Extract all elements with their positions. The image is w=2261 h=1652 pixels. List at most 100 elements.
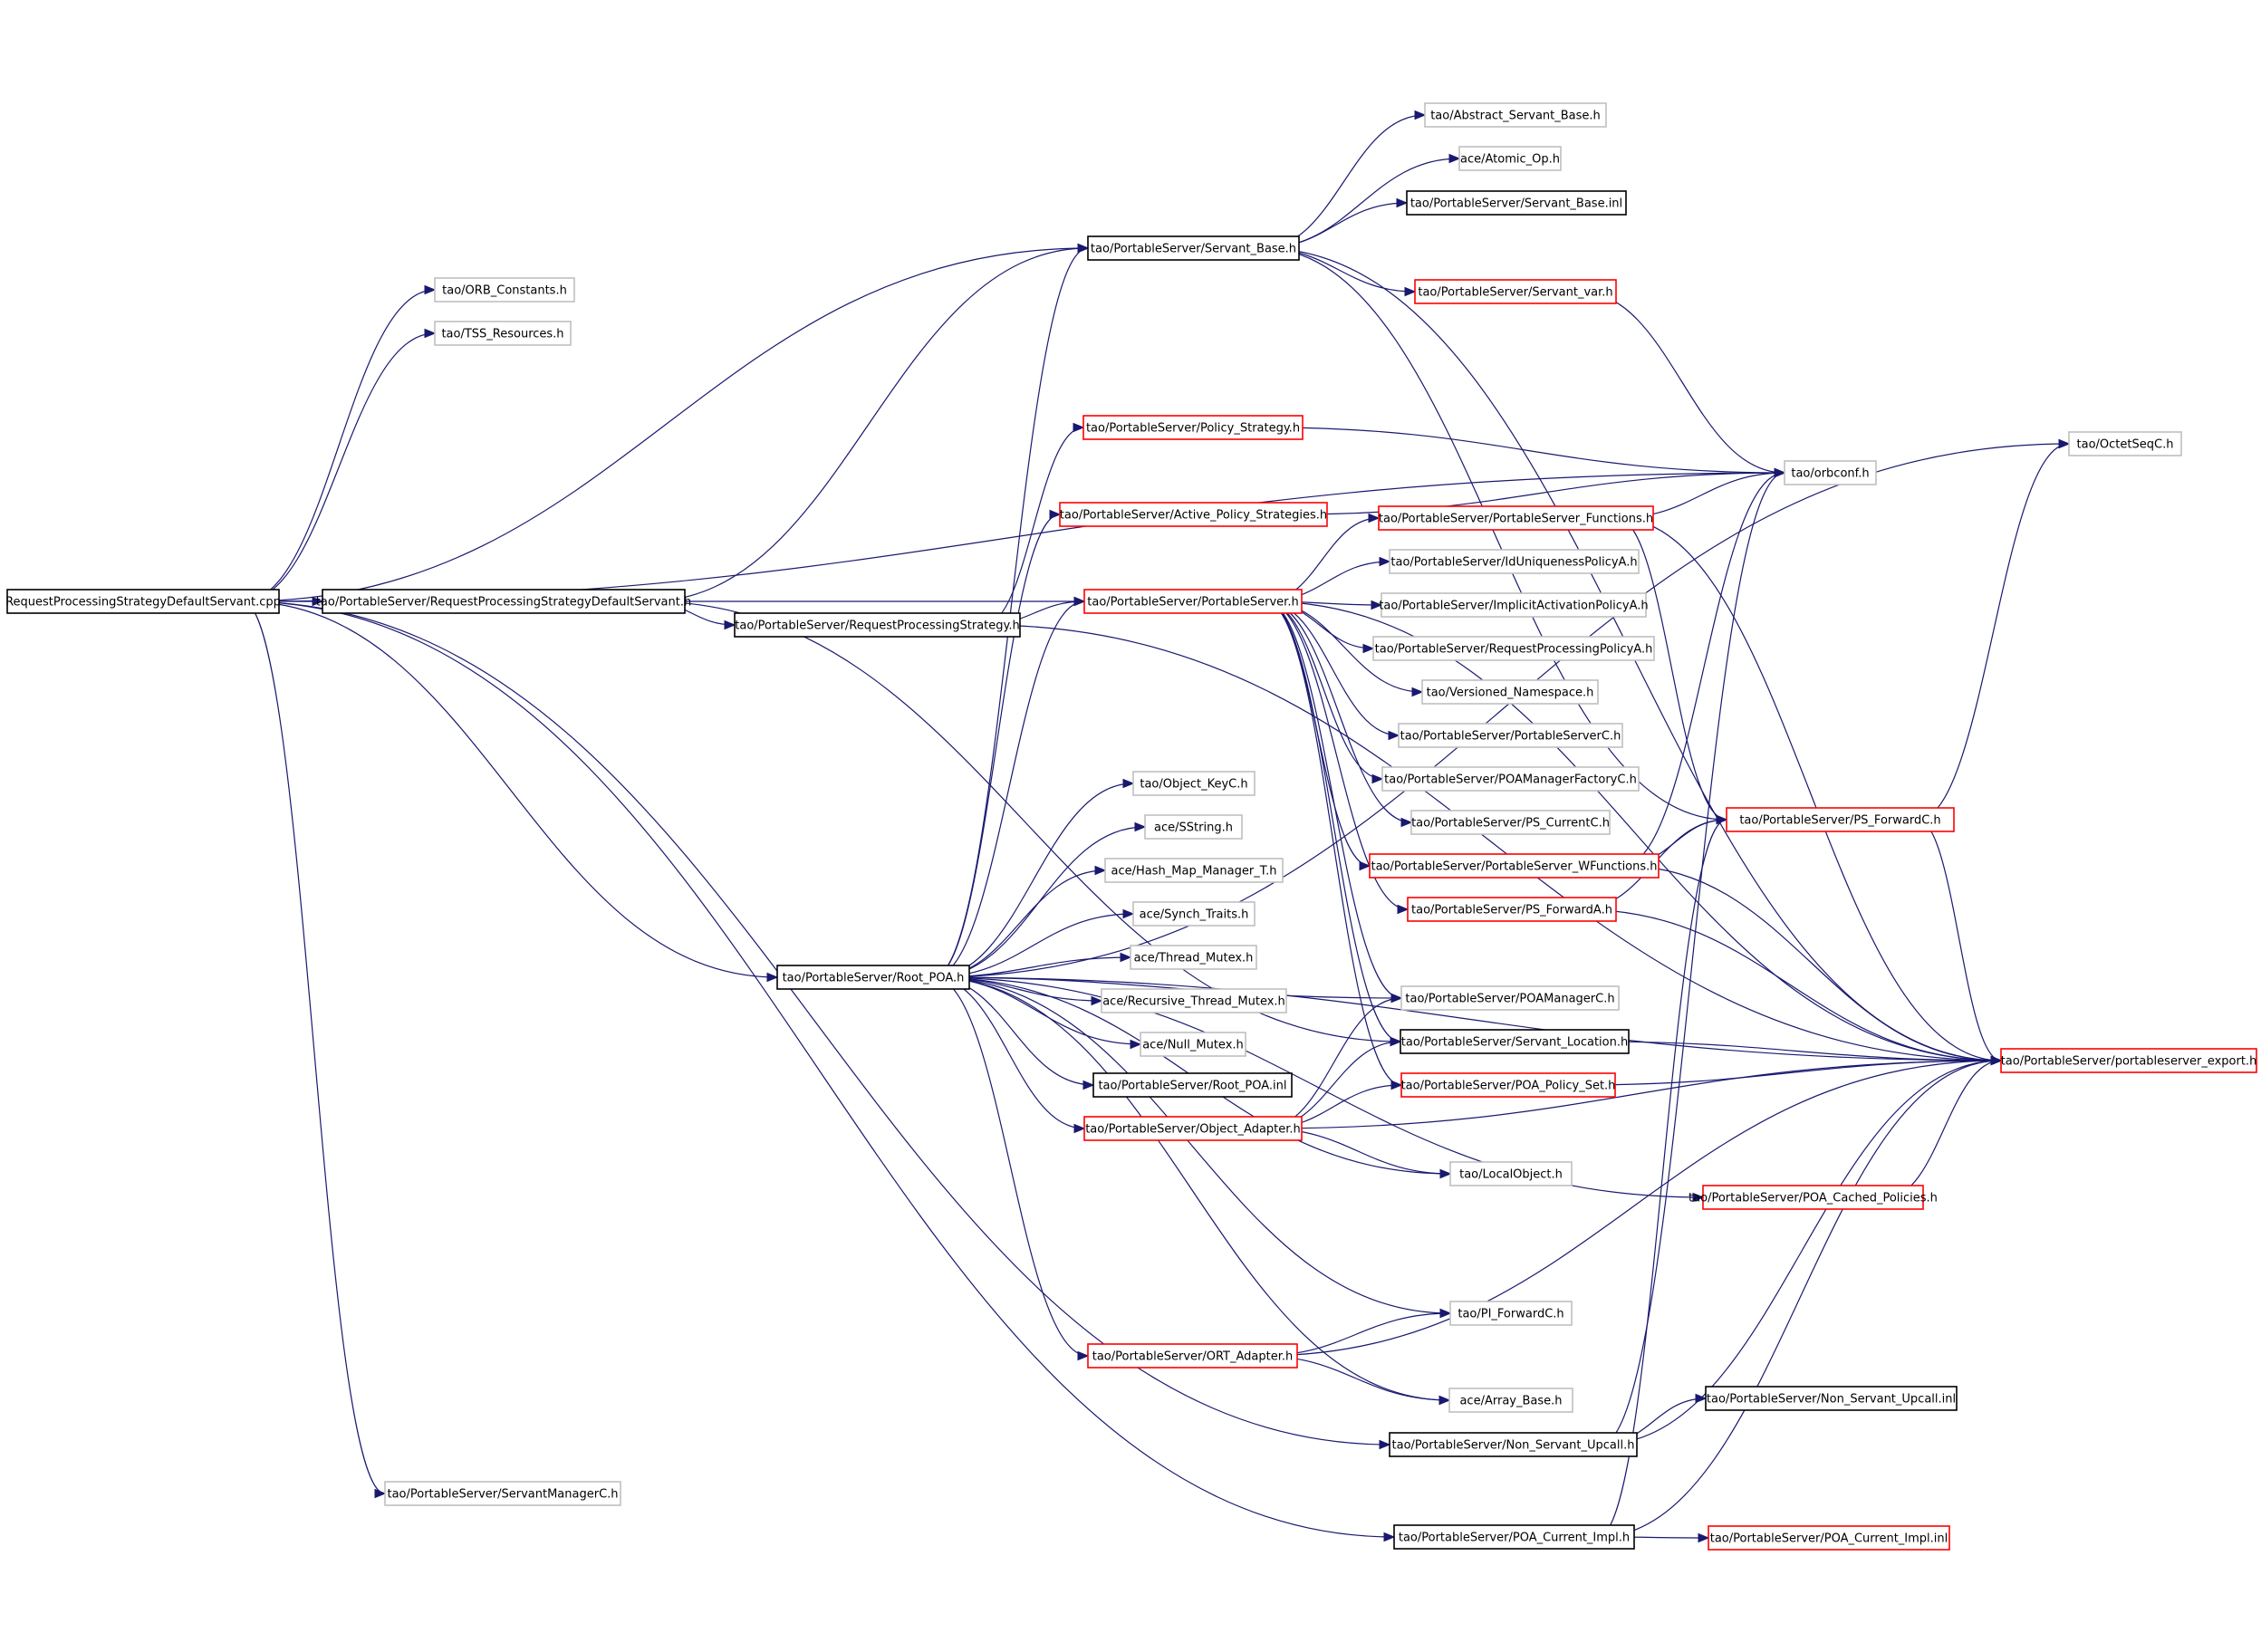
edge-apstrat-to-orbconf — [1290, 472, 1785, 515]
node-tao-portableserver-non-servant-upcall-inl[interactable]: tao/PortableServer/Non_Servant_Upcall.in… — [1705, 1386, 1958, 1411]
node-tao-orbconf-h[interactable]: tao/orbconf.h — [1784, 460, 1877, 485]
edge-rootpoa-to-apstrat — [932, 514, 1061, 978]
node-tao-portableserver-policy-strategy-h[interactable]: tao/PortableServer/Policy_Strategy.h — [1082, 415, 1304, 440]
node-tao-portableserver-portableserver-h[interactable]: tao/PortableServer/PortableServer.h — [1083, 589, 1303, 614]
node-tao-portableserver-requestprocessingpolicya-h[interactable]: tao/PortableServer/RequestProcessingPoli… — [1372, 636, 1655, 661]
arrowhead-ps-to-reqproc — [1362, 643, 1375, 654]
node-tao-tss-resources-h[interactable]: tao/TSS_Resources.h — [434, 321, 572, 346]
node-ace-atomic-op-h[interactable]: ace/Atomic_Op.h — [1458, 146, 1562, 171]
node-box — [1708, 1525, 1950, 1551]
node-label: tao/PortableServer/ImplicitActivationPol… — [1379, 600, 1648, 613]
node-tao-orb-constants-h[interactable]: tao/ORB_Constants.h — [434, 277, 575, 303]
node-label: tao/PortableServer/POAManagerC.h — [1405, 993, 1614, 1006]
node-tao-localobject-h[interactable]: tao/LocalObject.h — [1449, 1161, 1573, 1186]
node-tao-abstract-servant-base-h[interactable]: tao/Abstract_Servant_Base.h — [1424, 102, 1607, 128]
arrowhead-sb-to-sbinl — [1396, 197, 1409, 208]
node-box — [1458, 146, 1562, 171]
node-box — [1369, 853, 1660, 879]
node-ace-synch-traits-h[interactable]: ace/Synch_Traits.h — [1132, 901, 1256, 927]
node-box — [1400, 1072, 1616, 1098]
node-label: tao/PortableServer/ServantManagerC.h — [387, 1488, 618, 1502]
node-ace-thread-mutex-h[interactable]: ace/Thread_Mutex.h — [1130, 945, 1257, 970]
node-tao-octetseqc-h[interactable]: tao/OctetSeqC.h — [2068, 431, 2182, 456]
node-ace-sstring-h[interactable]: ace/SString.h — [1144, 814, 1243, 840]
arrowhead-sb-to-asb — [1414, 110, 1427, 120]
node-tao-portableserver-poa-current-impl-inl[interactable]: tao/PortableServer/POA_Current_Impl.inl — [1708, 1525, 1950, 1551]
node-tao-portableserver-servant-var-h[interactable]: tao/PortableServer/Servant_var.h — [1414, 279, 1617, 304]
node-tao-portableserver-poa-policy-set-h[interactable]: tao/PortableServer/POA_Policy_Set.h — [1400, 1072, 1616, 1098]
node-tao-portableserver-portableserver-functions-h[interactable]: tao/PortableServer/PortableServer_Functi… — [1378, 505, 1654, 531]
node-label: tao/PortableServer/Non_Servant_Upcall.h — [1392, 1439, 1635, 1453]
node-tao-portableserver-portableserver-wfunctions-h[interactable]: tao/PortableServer/PortableServer_WFunct… — [1369, 853, 1660, 879]
node-label: tao/PortableServer/RequestProcessingStra… — [735, 620, 1019, 633]
node-tao-portableserver-poamanagerfactoryc-h[interactable]: tao/PortableServer/POAManagerFactoryC.h — [1381, 766, 1640, 792]
edge-psfunc-to-psfc — [1616, 517, 1727, 821]
node-label: ace/Hash_Map_Manager_T.h — [1111, 865, 1277, 879]
node-label: tao/PortableServer/RequestProcessingStra… — [316, 596, 691, 610]
node-box — [1400, 1029, 1630, 1054]
node-ace-null-mutex-h[interactable]: ace/Null_Mutex.h — [1140, 1032, 1246, 1057]
node-tao-portableserver-requestprocessingstrategy-h[interactable]: tao/PortableServer/RequestProcessingStra… — [734, 612, 1021, 638]
node-tao-portableserver-poa-current-impl-h[interactable]: tao/PortableServer/POA_Current_Impl.h — [1393, 1524, 1635, 1550]
node-tao-portableserver-ps-forwardc-h[interactable]: tao/PortableServer/PS_ForwardC.h — [1726, 807, 1955, 832]
node-tao-portableserver-servant-location-h[interactable]: tao/PortableServer/Servant_Location.h — [1400, 1029, 1630, 1054]
edge-ps-to-poamc — [1265, 600, 1402, 999]
node-tao-portableserver-poa-cached-policies-h[interactable]: tao/PortableServer/POA_Cached_Policies.h — [1689, 1185, 1938, 1210]
node-tao-portableserver-active-policy-strategies-h[interactable]: tao/PortableServer/Active_Policy_Strateg… — [1059, 502, 1328, 527]
node-label: tao/Object_KeyC.h — [1140, 778, 1247, 792]
node-label: tao/PortableServer/Active_Policy_Strateg… — [1060, 509, 1327, 523]
arrowhead-rpsds-to-rps — [724, 620, 736, 630]
node-tao-portableserver-root-poa-inl[interactable]: tao/PortableServer/Root_POA.inl — [1092, 1072, 1293, 1098]
node-label: tao/PortableServer/PortableServer_Functi… — [1379, 513, 1653, 526]
node-label: tao/Versioned_Namespace.h — [1427, 687, 1594, 700]
arrowhead-ps-to-pswf — [1359, 860, 1371, 871]
node-tao-portableserver-non-servant-upcall-h[interactable]: tao/PortableServer/Non_Servant_Upcall.h — [1389, 1432, 1638, 1457]
node-tao-portableserver-ps-forwarda-h[interactable]: tao/PortableServer/PS_ForwardA.h — [1407, 897, 1617, 922]
arrowhead-rootpoa-to-poamc — [1390, 993, 1403, 1004]
edge-psfc-to-octet — [1917, 443, 2070, 821]
arrowhead-ps-to-implact — [1371, 600, 1383, 610]
arrowhead-ps-to-psfunc — [1368, 513, 1381, 523]
edge-rpsds-to-sloc — [648, 600, 1401, 1042]
node-tao-portableserver-servant-base-h[interactable]: tao/PortableServer/Servant_Base.h — [1087, 235, 1300, 261]
arrowhead-ps-to-vns — [1411, 687, 1424, 697]
node-tao-portableserver-portableserverc-h[interactable]: tao/PortableServer/PortableServerC.h — [1398, 723, 1623, 748]
node-tao-portableserver-servant-base-inl[interactable]: tao/PortableServer/Servant_Base.inl — [1406, 190, 1627, 216]
node-box — [1784, 460, 1877, 485]
edge-ps-to-psfa — [1265, 600, 1409, 910]
edge-pswf-to-pexp — [1621, 865, 2002, 1061]
node-label: RequestProcessingStrategyDefaultServant.… — [5, 596, 281, 610]
node-tao-pi-forwardc-h[interactable]: tao/PI_ForwardC.h — [1449, 1301, 1573, 1326]
node-box — [1381, 766, 1640, 792]
node-box — [1406, 190, 1627, 216]
node-tao-object-keyc-h[interactable]: tao/Object_KeyC.h — [1132, 771, 1256, 796]
arrowhead-rootpoa-to-sstr — [1134, 821, 1147, 832]
edge-layer — [242, 110, 2071, 1543]
node-tao-versioned-namespace-h[interactable]: tao/Versioned_Namespace.h — [1421, 679, 1599, 705]
node-tao-portableserver-implicitactivationpolicya-h[interactable]: tao/PortableServer/ImplicitActivationPol… — [1379, 592, 1649, 618]
node-box — [1389, 1432, 1638, 1457]
edge-rootpoa-to-ortad — [932, 976, 1089, 1357]
node-ace-array-base-h[interactable]: ace/Array_Base.h — [1448, 1388, 1573, 1413]
edge-root-to-pci — [242, 600, 1395, 1538]
node-label: tao/PortableServer/Root_POA.inl — [1098, 1080, 1286, 1093]
arrowhead-root-to-orbconst — [424, 284, 437, 295]
node-tao-portableserver-requestprocessingstrategydefaultservant-h[interactable]: tao/PortableServer/RequestProcessingStra… — [316, 589, 691, 614]
node-tao-portableserver-ort-adapter-h[interactable]: tao/PortableServer/ORT_Adapter.h — [1087, 1343, 1298, 1369]
edge-rps-to-pexp — [983, 624, 2002, 1061]
edge-nsu-to-pexp — [1600, 1060, 2002, 1446]
node-ace-recursive-thread-mutex-h[interactable]: ace/Recursive_Thread_Mutex.h — [1101, 988, 1287, 1013]
node-tao-portableserver-servantmanagerc-h[interactable]: tao/PortableServer/ServantManagerC.h — [384, 1481, 621, 1506]
node-label: ace/Atomic_Op.h — [1460, 153, 1560, 167]
node-tao-portableserver-portableserver-export-h[interactable]: tao/PortableServer/portableserver_export… — [2000, 1048, 2257, 1073]
node-tao-portableserver-ps-currentc-h[interactable]: tao/PortableServer/PS_CurrentC.h — [1410, 810, 1611, 835]
node-tao-portableserver-object-adapter-h[interactable]: tao/PortableServer/Object_Adapter.h — [1083, 1116, 1303, 1141]
node-tao-portableserver-root-poa-h[interactable]: tao/PortableServer/Root_POA.h — [776, 965, 970, 990]
node-label: tao/PortableServer/PS_ForwardA.h — [1411, 904, 1612, 917]
node-tao-portableserver-iduniquenesspolicya-h[interactable]: tao/PortableServer/IdUniquenessPolicyA.h — [1389, 549, 1640, 574]
arrowhead-ps-to-iduniq — [1379, 556, 1391, 567]
arrowhead-rootpoa-to-apstrat — [1049, 509, 1062, 520]
node-box — [1414, 279, 1617, 304]
node-ace-hash-map-manager-t-h[interactable]: ace/Hash_Map_Manager_T.h — [1104, 858, 1284, 883]
node-tao-portableserver-poamanagerc-h[interactable]: tao/PortableServer/POAManagerC.h — [1400, 985, 1620, 1011]
